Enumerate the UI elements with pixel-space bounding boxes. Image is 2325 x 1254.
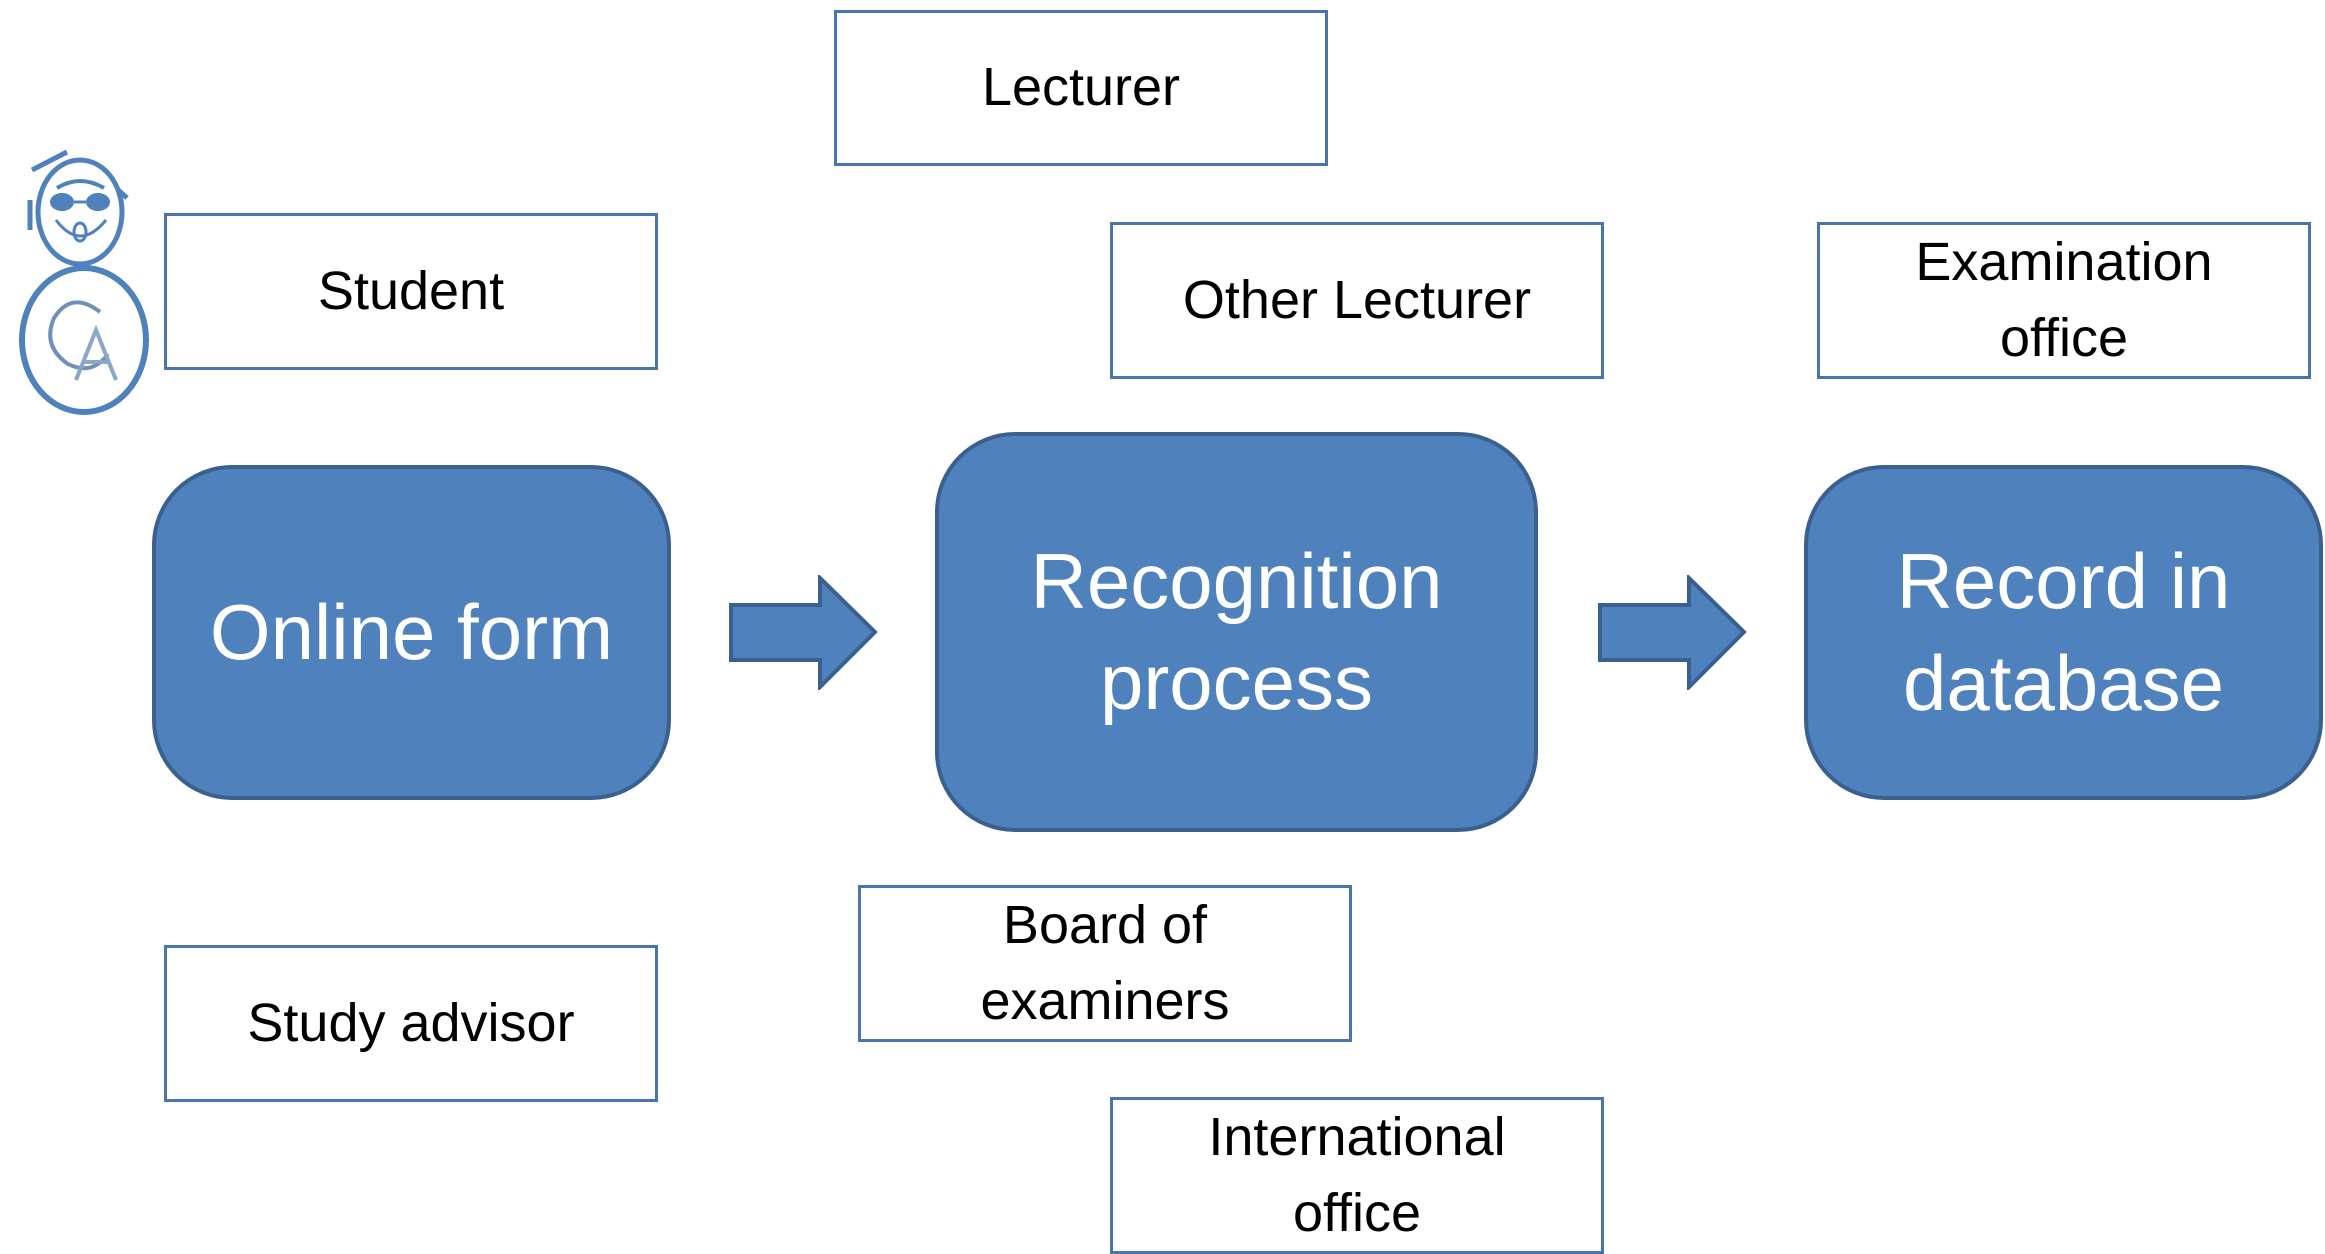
examination-office-box: Examination office <box>1817 222 2311 379</box>
study-advisor-box: Study advisor <box>164 945 658 1102</box>
other-lecturer-box: Other Lecturer <box>1110 222 1604 379</box>
arrow-to-database-icon <box>1598 575 1747 690</box>
lecturer-box: Lecturer <box>834 10 1328 166</box>
board-of-examiners-box: Board of examiners <box>858 885 1352 1042</box>
online-form-step: Online form <box>152 465 671 800</box>
record-in-database-step: Record in database <box>1804 465 2323 800</box>
online-form-label: Online form <box>209 587 614 676</box>
recognition-process-step: Recognition process <box>935 432 1538 832</box>
university-mascot-logo-icon <box>19 149 149 415</box>
lecturer-label: Lecturer <box>981 57 1181 118</box>
recognition-process-label: Recognition process <box>1030 536 1443 726</box>
student-label: Student <box>317 260 505 321</box>
international-office-box: International office <box>1110 1097 1604 1254</box>
student-box: Student <box>164 213 658 370</box>
examination-office-label: Examination office <box>1915 231 2213 368</box>
international-office-label: International office <box>1208 1106 1506 1243</box>
arrow-to-recognition-icon <box>729 575 878 690</box>
record-in-database-label: Record in database <box>1896 537 2231 727</box>
study-advisor-label: Study advisor <box>247 992 575 1053</box>
board-of-examiners-label: Board of examiners <box>980 894 1230 1031</box>
other-lecturer-label: Other Lecturer <box>1182 269 1532 330</box>
